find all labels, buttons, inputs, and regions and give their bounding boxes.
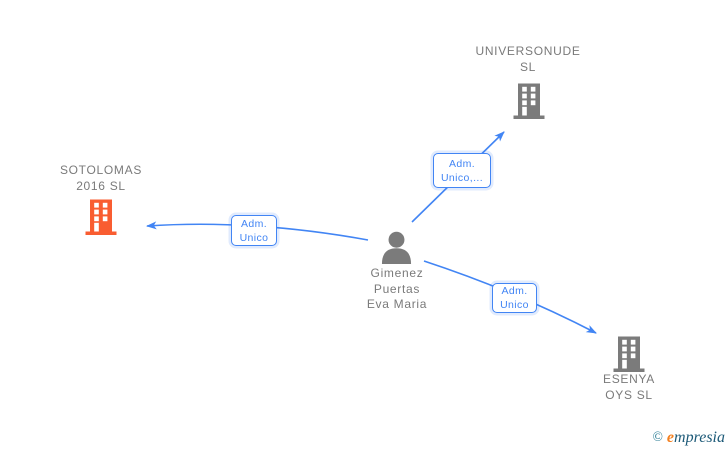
edge-label-adm-unico-esenya: Adm. Unico xyxy=(492,283,537,313)
brand-logo-text: mpresia xyxy=(674,429,725,446)
building-icon xyxy=(512,83,546,119)
company-name-sotolomas[interactable]: SOTOLOMAS 2016 SL xyxy=(59,163,143,193)
person-node[interactable] xyxy=(380,231,413,266)
person-icon xyxy=(380,231,413,266)
company-node-universonude[interactable] xyxy=(512,83,546,119)
company-name-esenya[interactable]: ESENYA OYS SL xyxy=(603,372,655,402)
copyright-icon: © xyxy=(652,429,663,444)
company-name-universonude[interactable]: UNIVERSONUDE SL xyxy=(475,44,581,74)
building-icon xyxy=(612,336,646,372)
empresia-watermark: © empresia xyxy=(653,428,725,447)
person-name[interactable]: Gimenez Puertas Eva Maria xyxy=(366,266,428,311)
edge-label-adm-unico-universonude: Adm. Unico,... xyxy=(433,153,491,188)
building-icon xyxy=(84,199,118,235)
company-node-sotolomas[interactable] xyxy=(84,199,118,235)
brand-logo-letter: e xyxy=(666,429,675,446)
company-node-esenya[interactable] xyxy=(612,336,646,372)
edge-label-adm-unico-sotolomas: Adm. Unico xyxy=(231,215,277,246)
